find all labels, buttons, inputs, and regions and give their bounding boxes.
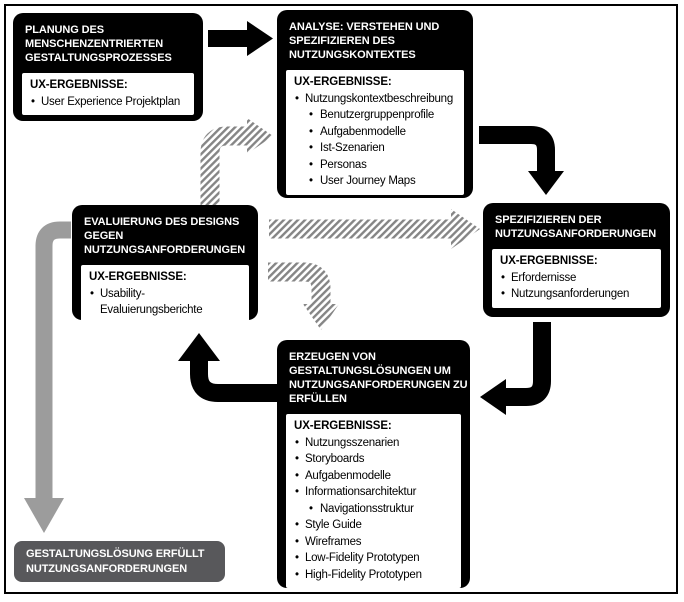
- box-planung-ux-panel: UX-ERGEBNISSE: User Experience Projektpl…: [22, 73, 194, 115]
- list-item: Erfordernisse: [500, 270, 656, 287]
- box-spezifizieren-ux-panel: UX-ERGEBNISSE: Erfordernisse Nutzungsanf…: [492, 249, 661, 308]
- box-planung-title: PLANUNG DES MENSCHENZENTRIERTEN GESTALTU…: [25, 24, 172, 64]
- list-item: Nutzungskontextbeschreibung: [294, 91, 459, 108]
- list-item: Nutzungsszenarien: [294, 435, 456, 452]
- box-spezifizieren: SPEZIFIZIEREN DER NUTZUNGSANFORDERUNGEN …: [483, 203, 670, 317]
- list-item: High-Fidelity Prototypen: [294, 567, 456, 584]
- list-item: Aufgabenmodelle: [294, 468, 456, 485]
- ux-ergebnisse-label: UX-ERGEBNISSE:: [294, 420, 392, 432]
- box-spezifizieren-title: SPEZIFIZIEREN DER NUTZUNGSANFORDERUNGEN: [495, 214, 657, 240]
- ux-ergebnisse-label: UX-ERGEBNISSE:: [30, 79, 128, 91]
- list-item: Storyboards: [294, 451, 456, 468]
- box-erzeugen-ux-panel: UX-ERGEBNISSE: Nutzungsszenarien Storybo…: [286, 414, 461, 588]
- ux-ergebnisse-label: UX-ERGEBNISSE:: [89, 271, 187, 283]
- list-item: Low-Fidelity Prototypen: [294, 550, 456, 567]
- final-result-box: GESTALTUNGSLÖSUNG ERFÜLLT NUTZUNGSANFORD…: [14, 541, 225, 582]
- list-item: Informationsarchitektur: [294, 484, 456, 501]
- list-item: User Journey Maps: [294, 173, 459, 190]
- box-erzeugen: ERZEUGEN VON GESTALTUNGSLÖSUNGEN UM NUTZ…: [277, 340, 470, 588]
- list-item: Aufgabenmodelle: [294, 124, 459, 141]
- list-item: User Experience Projektplan: [30, 94, 189, 111]
- box-evaluierung-title: EVALUIERUNG DES DESIGNS GEGEN NUTZUNGSAN…: [84, 216, 246, 256]
- list-item: Usability- Evaluierungsberichte: [89, 286, 244, 319]
- box-evaluierung: EVALUIERUNG DES DESIGNS GEGEN NUTZUNGSAN…: [72, 205, 258, 324]
- list-item: Personas: [294, 157, 459, 174]
- box-analyse: ANALYSE: VERSTEHEN UND SPEZIFIZIEREN DES…: [277, 10, 473, 198]
- ux-ergebnisse-label: UX-ERGEBNISSE:: [294, 76, 392, 88]
- list-item: Navigationsstruktur: [294, 501, 456, 518]
- list-item: Benutzergruppenprofile: [294, 107, 459, 124]
- box-planung: PLANUNG DES MENSCHENZENTRIERTEN GESTALTU…: [13, 13, 203, 121]
- diagram-border: [4, 4, 678, 594]
- box-erzeugen-title: ERZEUGEN VON GESTALTUNGSLÖSUNGEN UM NUTZ…: [289, 351, 468, 405]
- box-evaluierung-ux-panel: UX-ERGEBNISSE: Usability- Evaluierungsbe…: [81, 265, 249, 324]
- list-item: Ist-Szenarien: [294, 140, 459, 157]
- box-analyse-ux-panel: UX-ERGEBNISSE: Nutzungskontextbeschreibu…: [286, 70, 464, 195]
- box-analyse-title: ANALYSE: VERSTEHEN UND SPEZIFIZIEREN DES…: [289, 21, 440, 61]
- list-item: Wireframes: [294, 534, 456, 551]
- ux-ergebnisse-label: UX-ERGEBNISSE:: [500, 255, 598, 267]
- list-item: Nutzungsanforderungen: [500, 286, 656, 303]
- list-item: Style Guide: [294, 517, 456, 534]
